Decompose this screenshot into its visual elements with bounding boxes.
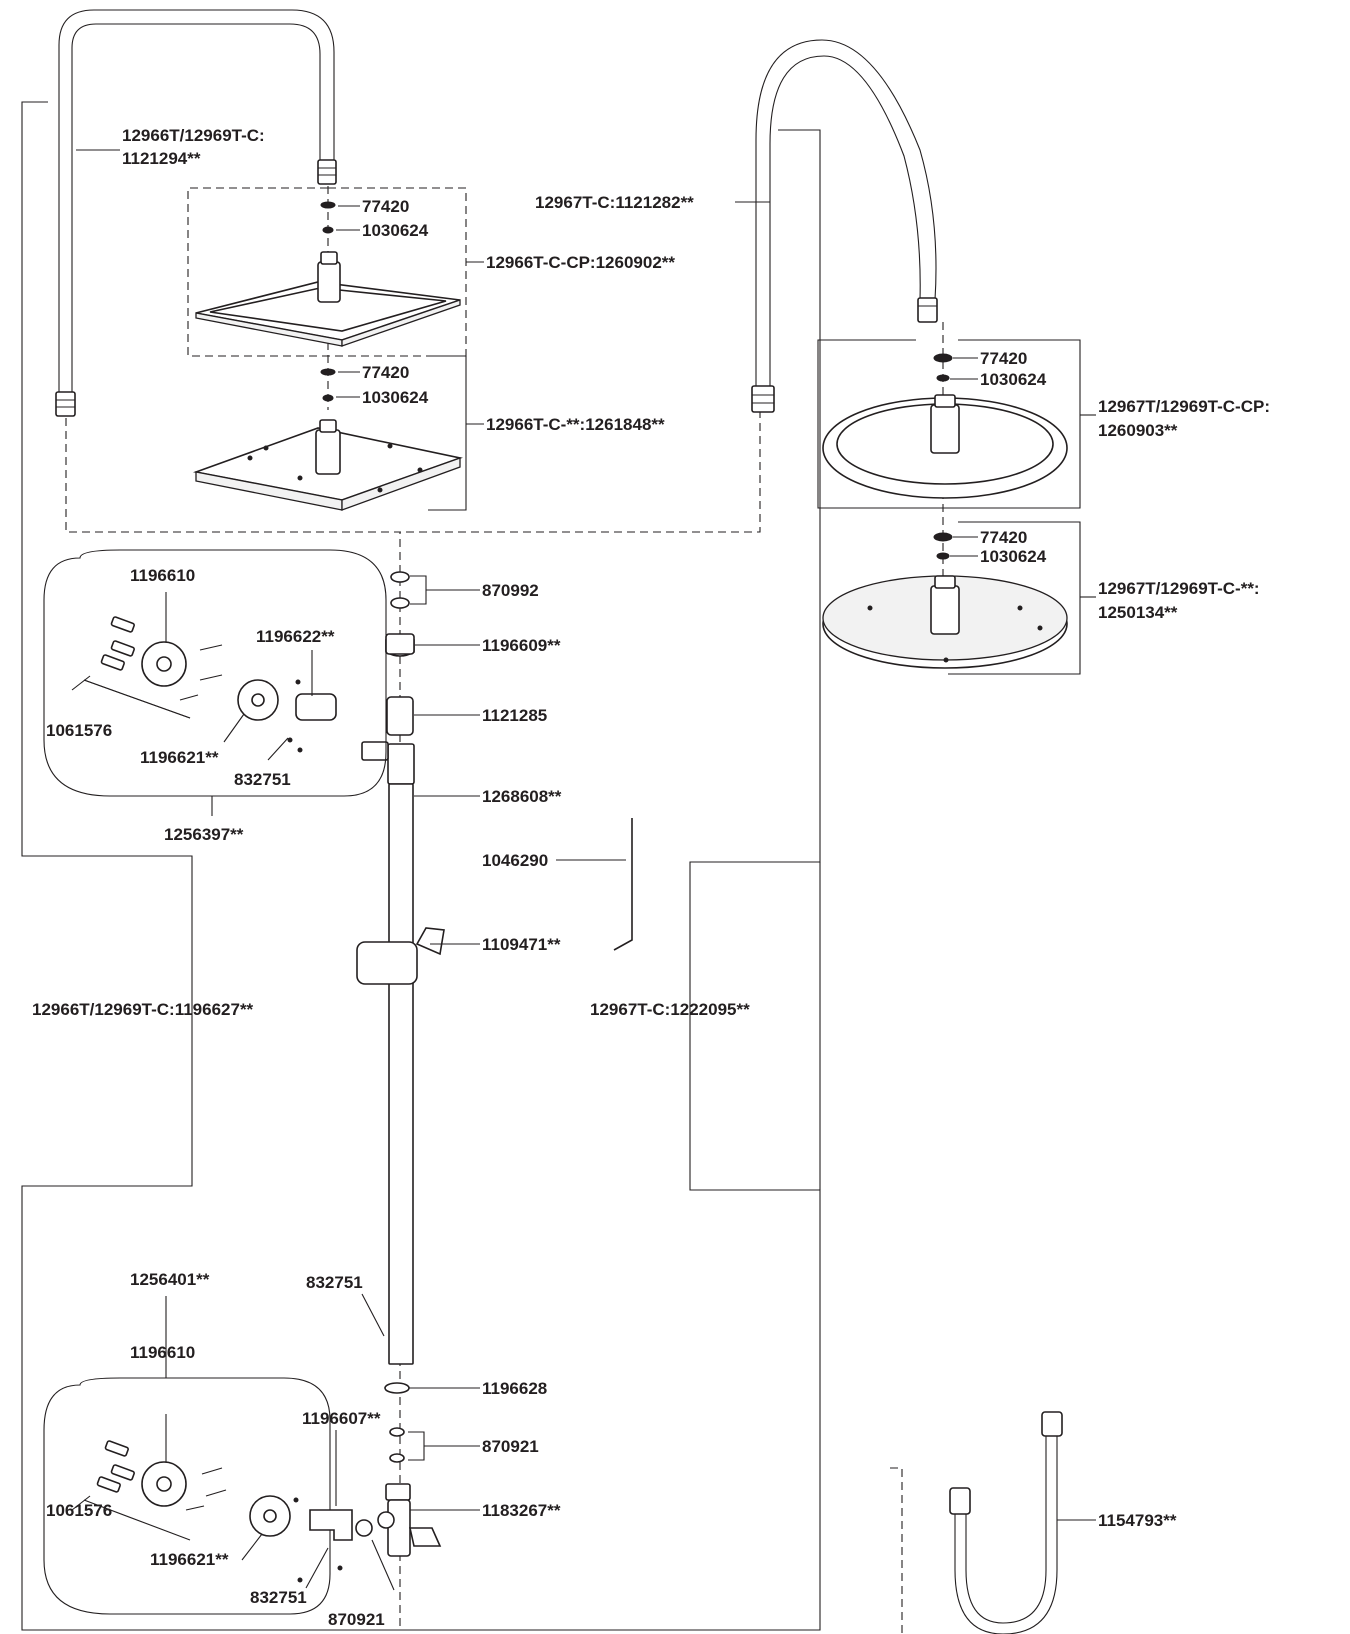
label-o-rings-bottom: 870921 [482,1437,539,1456]
label-washer-b2: 77420 [980,528,1027,547]
label-head-round-cp-2: 1260903** [1098,421,1178,440]
label-hex-key: 1046290 [482,851,548,870]
label-sleeve: 1121285 [482,706,547,725]
assembly-line-round [400,410,761,533]
label-lower-bracket-kit: 1256401** [130,1270,210,1289]
label-slider: 1109471** [482,935,561,954]
label-arm-square-2: 1121294** [122,149,201,168]
shower-hose [890,1411,1063,1634]
label-arm-round: 12967T-C:1121282** [535,193,694,212]
round-shower-arm [751,39,938,413]
lower-wall-bracket-group [43,1377,373,1615]
round-head-cp-group [817,339,1081,509]
label-washer-a2: 77420 [362,363,409,382]
center-rail-column [356,571,445,1394]
label-washer-a1: 77420 [362,197,409,216]
label-hose: 1154793** [1098,1511,1177,1530]
kit-outline-square [21,101,821,1631]
label-restrictor-b2: 1030624 [980,547,1047,566]
label-kit-round: 12967T-C:1222095** [590,1000,750,1019]
square-head-other-group [192,355,467,511]
label-upper-anchors: 1061576 [46,721,112,740]
label-diverter: 1183267** [482,1501,561,1520]
square-shower-arm [55,9,337,417]
label-lower-setscrew: 832751 [250,1588,307,1607]
label-upper-elbow: 1196622** [256,627,335,646]
label-head-round-other-2: 1250134** [1098,603,1178,622]
label-arm-square: 12966T/12969T-C: [122,126,265,145]
label-nut-top: 1196609** [482,636,561,655]
label-head-round-cp: 12967T/12969T-C-CP: [1098,397,1270,416]
label-kit-square: 12966T/12969T-C:1196627** [32,1000,254,1019]
label-lower-cover: 1196621** [150,1550,229,1569]
part-labels: 12966T/12969T-C: 1121294** 12967T-C:1121… [32,126,1270,1629]
round-head-other-group [822,521,1081,675]
label-head-square-other: 12966T-C-**:1261848** [486,415,665,434]
label-upper-cover: 1196621** [140,748,219,767]
label-upper-flange: 1196610 [130,566,195,585]
label-lower-anchors: 1061576 [46,1501,112,1520]
label-lower-flange: 1196610 [130,1343,195,1362]
label-restrictor-b1: 1030624 [980,370,1047,389]
label-upper-bracket-kit: 1256397** [164,825,244,844]
label-head-round-other: 12967T/12969T-C-**: [1098,579,1260,598]
diverter-assembly [377,1427,442,1557]
label-upper-setscrew: 832751 [234,770,291,789]
label-restrictor-a1: 1030624 [362,221,429,240]
label-lower-oring: 870921 [328,1610,385,1629]
square-head-cp-group [187,187,467,357]
label-rail-setscrew: 832751 [306,1273,363,1292]
label-restrictor-a2: 1030624 [362,388,429,407]
upper-wall-bracket-group [43,549,387,797]
label-rail-washer: 1196628 [482,1379,547,1398]
label-head-square-cp: 12966T-C-CP:1260902** [486,253,675,272]
label-washer-b1: 77420 [980,349,1027,368]
assembly-line-square [65,418,401,1630]
leader-lines [71,149,1096,1591]
hex-key [613,818,633,951]
label-o-rings-top: 870992 [482,581,539,600]
label-rail: 1268608** [482,787,562,806]
label-lower-elbow: 1196607** [302,1409,381,1428]
